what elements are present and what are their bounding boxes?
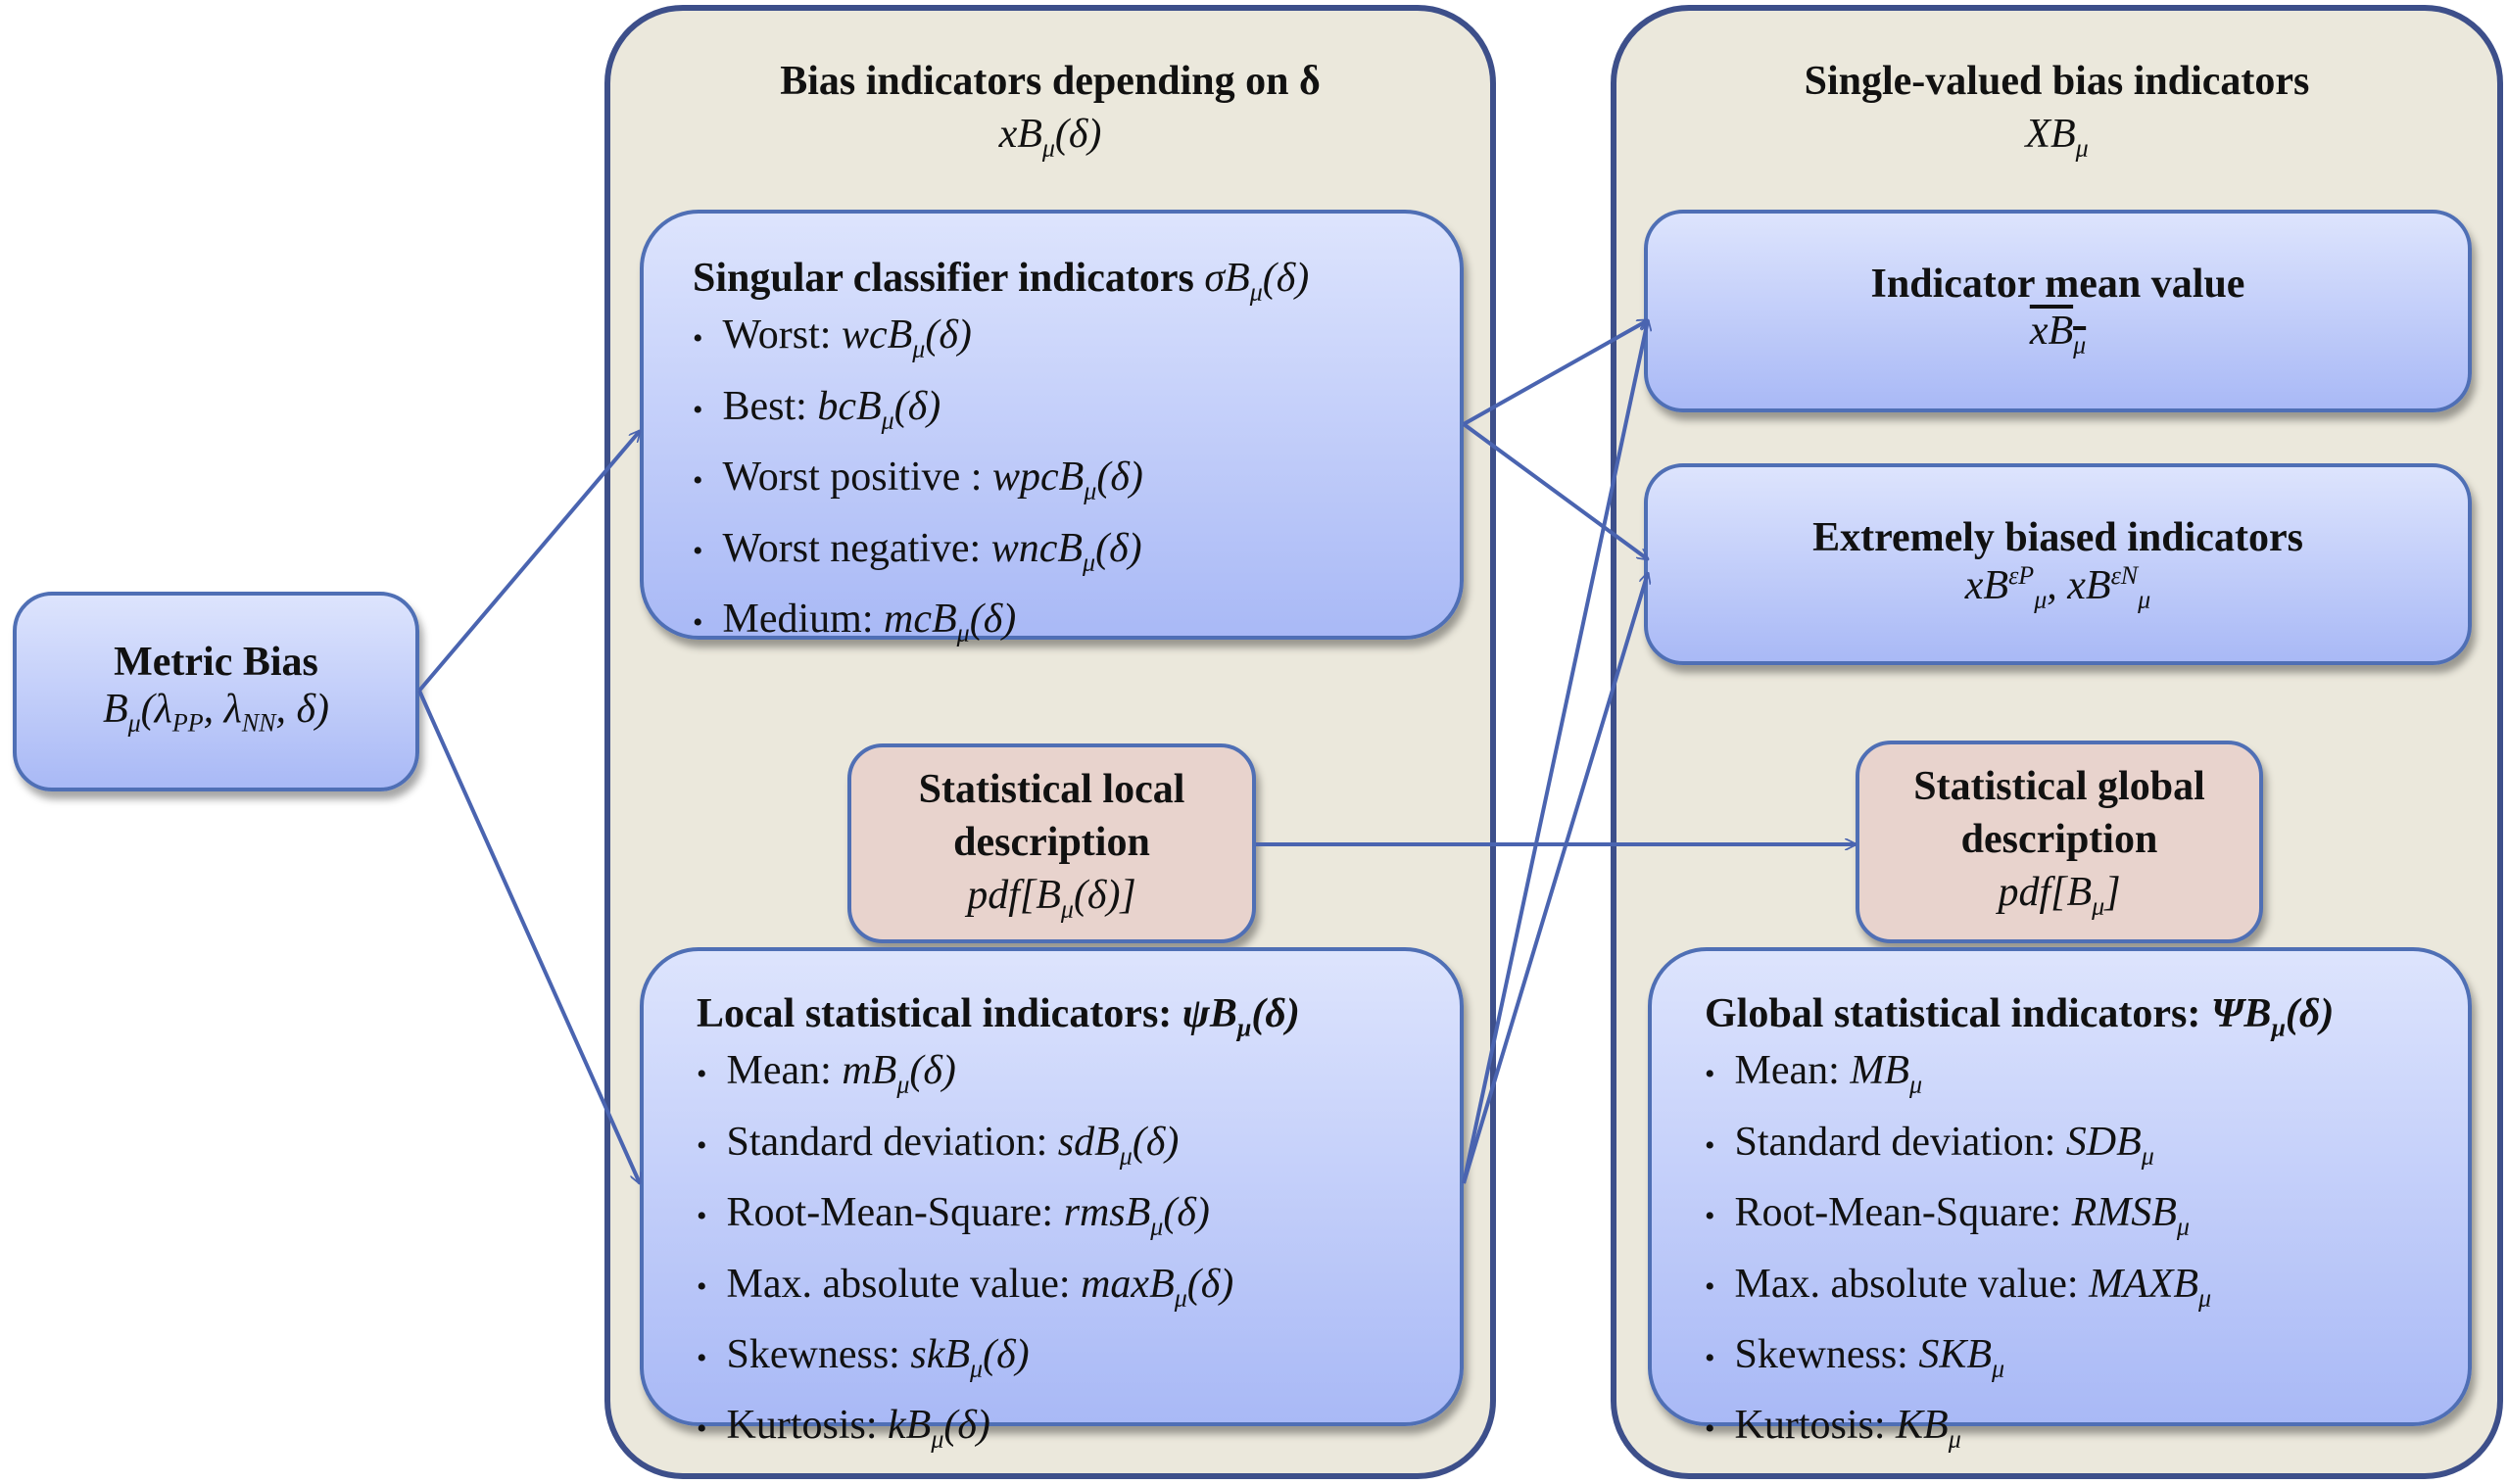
item-label: Root-Mean-Square: — [726, 1190, 1054, 1236]
indicator-item: Medium: mcBμ(δ) — [693, 591, 1460, 661]
metric-bias-title: Metric Bias — [114, 640, 318, 685]
metric-bias-box: Metric Bias Bμ(λPP, λNN, δ) — [13, 592, 419, 791]
indicator-item: Skewness: SKBμ — [1705, 1326, 2468, 1397]
item-formula: rmsBμ(δ) — [1063, 1190, 1210, 1241]
singular-title: Singular classifier indicators σBμ(δ) — [693, 256, 1310, 307]
arrow-singular-to-mean — [1463, 318, 1648, 426]
statistical-local-description-box: Statistical local description pdf[Bμ(δ)] — [847, 743, 1256, 943]
item-label: Standard deviation: — [1734, 1119, 2056, 1165]
indicator-item: Worst: wcBμ(δ) — [693, 307, 1460, 377]
mean-formula: xBμ — [2029, 309, 2087, 359]
metric-bias-formula: Bμ(λPP, λNN, δ) — [102, 687, 330, 738]
indicator-item: Kurtosis: KBμ — [1705, 1397, 2468, 1467]
extremely-biased-box: Extremely biased indicators xBεPμ, xBεNμ — [1644, 463, 2472, 665]
item-formula: SDBμ — [2065, 1119, 2154, 1171]
global-statistical-box: Global statistical indicators: ΨBμ(δ) Me… — [1648, 947, 2472, 1454]
item-formula: skBμ(δ) — [910, 1331, 1030, 1383]
statistical-global-description-box: Statistical global description pdf[Bμ] — [1856, 741, 2263, 943]
item-formula: wcBμ(δ) — [841, 312, 972, 363]
item-formula: bcBμ(δ) — [817, 383, 941, 435]
item-label: Worst: — [722, 312, 832, 359]
item-formula: SKBμ — [1918, 1331, 2005, 1383]
item-formula: mcBμ(δ) — [884, 596, 1017, 647]
indicator-item: Best: bcBμ(δ) — [693, 378, 1460, 449]
item-label: Kurtosis: — [726, 1403, 878, 1449]
panel-title: Bias indicators depending on δ — [780, 59, 1321, 104]
item-label: Best: — [722, 383, 807, 429]
local-statistical-box: Local statistical indicators: ψBμ(δ) Mea… — [640, 947, 1464, 1454]
indicator-item: Mean: MBμ — [1705, 1042, 2468, 1113]
indicator-item: Worst positive : wpcBμ(δ) — [693, 449, 1460, 519]
item-formula: MBμ — [1850, 1048, 1923, 1099]
indicator-item: Standard deviation: sdBμ(δ) — [697, 1114, 1460, 1184]
mean-title: Indicator mean value — [1870, 262, 2245, 307]
panel-title: Single-valued bias indicators — [1804, 59, 2310, 104]
extreme-formula: xBεPμ, xBεNμ — [1964, 561, 2151, 614]
item-formula: RMSBμ — [2071, 1190, 2190, 1241]
item-formula: MAXBμ — [2089, 1261, 2212, 1312]
indicator-item: Worst negative: wncBμ(δ) — [693, 520, 1460, 591]
pdf-line1: Statistical local — [918, 767, 1185, 812]
panel-formula: xBμ(δ) — [998, 112, 1102, 163]
item-formula: sdBμ(δ) — [1057, 1119, 1180, 1171]
item-formula: wpcBμ(δ) — [991, 455, 1143, 505]
item-label: Worst negative: — [722, 525, 982, 571]
pdf-line2: description — [953, 820, 1150, 865]
global-title: Global statistical indicators: ΨBμ(δ) — [1705, 991, 2335, 1042]
arrow-local-to-extreme — [1462, 573, 1648, 1184]
pdf-formula: pdf[Bμ] — [1998, 870, 2121, 921]
item-label: Standard deviation: — [726, 1119, 1048, 1165]
pdf-line2: description — [1960, 817, 2158, 862]
item-formula: wncBμ(δ) — [990, 525, 1142, 576]
indicator-item: Max. absolute value: maxBμ(δ) — [697, 1256, 1460, 1326]
arrow-metric-to-local — [417, 690, 640, 1183]
item-label: Max. absolute value: — [1734, 1261, 2079, 1307]
item-label: Mean: — [726, 1048, 832, 1094]
indicator-item: Standard deviation: SDBμ — [1705, 1114, 2468, 1184]
item-label: Root-Mean-Square: — [1734, 1190, 2062, 1236]
item-label: Skewness: — [1734, 1331, 1908, 1377]
singular-classifier-box: Singular classifier indicators σBμ(δ) Wo… — [640, 210, 1464, 646]
arrow-local-to-mean — [1462, 320, 1648, 1184]
indicator-item: Root-Mean-Square: RMSBμ — [1705, 1184, 2468, 1255]
indicator-mean-box: Indicator mean value xBμ — [1644, 210, 2472, 412]
item-formula: mBμ(δ) — [842, 1048, 956, 1099]
local-title: Local statistical indicators: ψBμ(δ) — [697, 991, 1300, 1042]
item-label: Skewness: — [726, 1331, 900, 1377]
arrow-singular-to-extreme — [1462, 422, 1648, 559]
item-label: Mean: — [1734, 1048, 1840, 1094]
indicator-item: Root-Mean-Square: rmsBμ(δ) — [697, 1184, 1460, 1255]
extreme-title: Extremely biased indicators — [1812, 515, 2303, 560]
indicator-item: Kurtosis: kBμ(δ) — [697, 1397, 1460, 1467]
indicator-item: Mean: mBμ(δ) — [697, 1042, 1460, 1113]
item-formula: maxBμ(δ) — [1081, 1261, 1234, 1312]
item-label: Medium: — [722, 596, 874, 642]
indicator-item: Skewness: skBμ(δ) — [697, 1326, 1460, 1397]
item-formula: KBμ — [1896, 1403, 1961, 1454]
indicator-item: Max. absolute value: MAXBμ — [1705, 1256, 2468, 1326]
item-formula: kBμ(δ) — [888, 1403, 990, 1454]
panel-formula: XBμ — [2025, 112, 2089, 163]
item-label: Kurtosis: — [1734, 1403, 1886, 1449]
pdf-line1: Statistical global — [1913, 764, 2205, 809]
item-label: Max. absolute value: — [726, 1261, 1071, 1307]
pdf-formula: pdf[Bμ(δ)] — [967, 873, 1136, 924]
arrow-metric-to-singular — [417, 431, 640, 693]
item-label: Worst positive : — [722, 455, 983, 501]
